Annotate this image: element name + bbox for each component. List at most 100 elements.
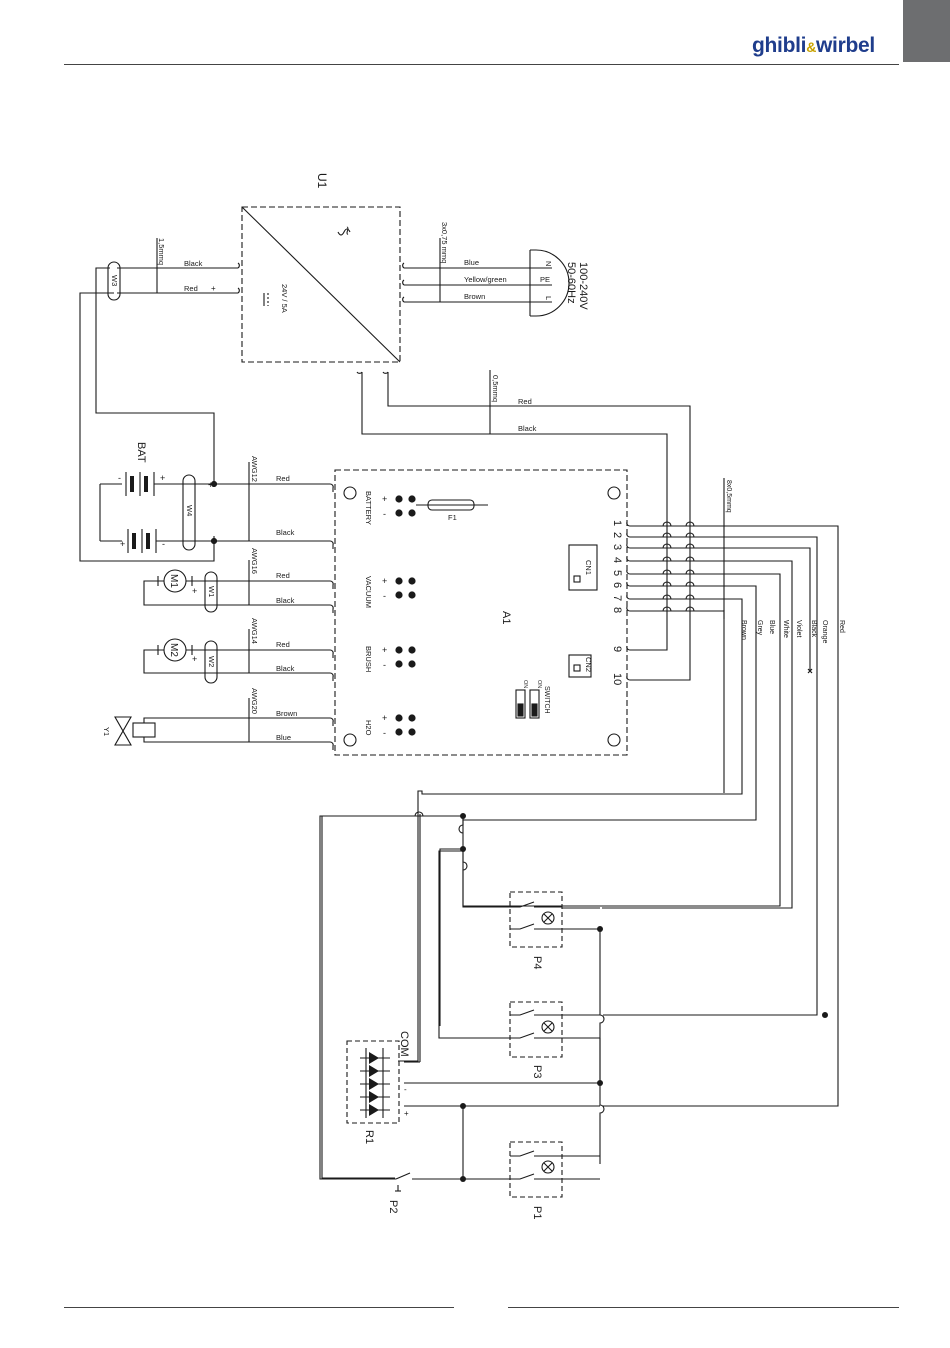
m1-red: Red [276,571,290,580]
m2-black: Black [276,664,295,673]
mains-pin-l: L [544,296,553,300]
a1-bat-plus: + [382,494,387,504]
page-tab [903,0,950,62]
bat-label: BAT [135,442,147,463]
a1-pin-9: 9 [611,646,623,652]
bat-minus-2: - [162,539,165,549]
a1-h2o-plus: + [382,713,387,723]
w1-label: W1 [207,586,216,597]
switch-p1 [412,1106,600,1198]
m1-plus: + [192,586,197,596]
a1-label: A1 [500,611,512,624]
pushbutton-p2 [395,1172,411,1192]
p3-label: P3 [531,1065,543,1078]
a1-brush-plus: + [382,645,387,655]
brand-logo: ghibli&wirbel [752,34,875,58]
a1-vac-plus: + [382,576,387,586]
harness-wires [319,478,839,1180]
harness-blue: Blue [768,620,775,634]
brand-right: wirbel [816,34,875,57]
y1-brown: Brown [276,709,297,718]
m2-red: Red [276,640,290,649]
mains-pin-pe: PE [540,275,550,284]
harness-x-mark [807,668,813,674]
r1-minus: - [404,1085,407,1094]
m2-label: M2 [168,643,179,657]
control-bus [404,929,605,1164]
w2-label: W2 [207,656,216,667]
a1-pin-3: 3 [611,544,623,550]
mains-wire-brown: Brown [464,292,485,301]
y1-label: Y1 [102,727,111,736]
valve-y1 [114,698,330,746]
w4-label: W4 [185,505,194,516]
bat-black: Black [276,528,295,537]
harness-hooks [626,521,631,681]
a1-pin-10: 10 [611,673,623,685]
m1-label: M1 [168,574,179,588]
u1-out-red: Red [184,284,198,293]
u1-symbol: ~ [338,226,355,235]
bat-minus-1: - [118,473,121,483]
bus-black: Black [518,424,537,433]
header-rule [64,64,899,65]
mains-wire-yg: Yellow/green [464,275,507,284]
a1-pin-2: 2 [611,532,623,538]
u1-power-supply [241,206,401,363]
u1-section-left: 1,5mmq [157,238,166,265]
p2-label: P2 [387,1200,399,1213]
a1-pin-1: 1 [611,520,623,526]
r1-label: R1 [363,1130,375,1144]
m2-awg: AWG14 [250,618,259,644]
harness-brown: Brown [740,620,747,640]
u1-output-wires [79,238,240,562]
a1-switch: SWITCH [543,686,550,714]
a1-cn1: CN1 [584,560,593,575]
brand-amp: & [806,39,816,55]
a1-h2o-minus: - [383,728,386,738]
u1-out-plus: + [211,284,216,293]
harness-violet: Violet [795,620,802,637]
a1-brush: BRUSH [364,646,373,672]
bus-section: 0,5mmq [491,375,500,402]
w3-label: W3 [110,275,119,286]
a1-battery: BATTERY [364,491,373,525]
r1-plus: + [404,1109,409,1118]
a1-connector-dots [395,495,416,736]
motor-m2 [143,629,330,684]
harness-orange: Orange [821,620,828,643]
bat-plus-2: + [120,539,125,549]
a1-brush-minus: - [383,660,386,670]
bus-wires [356,370,691,519]
y1-blue: Blue [276,733,291,742]
diode-symbols [369,1052,379,1116]
harness-section: 8x0,5mmq [725,480,732,513]
a1-vacuum: VACUUM [364,576,373,608]
a1-left-terminals [329,483,334,750]
bus-red: Red [518,397,532,406]
u1-label: U1 [315,173,329,189]
a1-board [334,469,628,756]
a1-pin-7: 7 [611,595,623,601]
m1-awg: AWG16 [250,548,259,574]
com-label: COM [398,1031,410,1057]
u1-section-right: 3x0,75 mmq [440,222,449,263]
u1-rating: 24V / 5A [280,284,289,313]
solder-junctions [211,481,828,1182]
switch-p4 [509,891,600,948]
motor-m1 [143,560,330,613]
harness-black: Black [810,620,817,638]
y1-awg: AWG20 [250,688,259,714]
bat-plus-3: + [208,480,213,490]
mains-wire-blue: Blue [464,258,479,267]
harness-white: White [782,620,789,638]
wire-jumps [662,521,695,612]
mains-voltage: 100-240V [577,262,589,310]
switch-p3 [438,850,600,1058]
footer-rule-left [64,1307,454,1308]
control-labels: P4 P3 P1 P2 R1 COM - + [363,956,543,1219]
mains-frequency: 50-60Hz [565,262,577,304]
brand-left: ghibli [752,34,807,57]
a1-fuse: F1 [448,513,457,522]
a1-pin-5: 5 [611,570,623,576]
